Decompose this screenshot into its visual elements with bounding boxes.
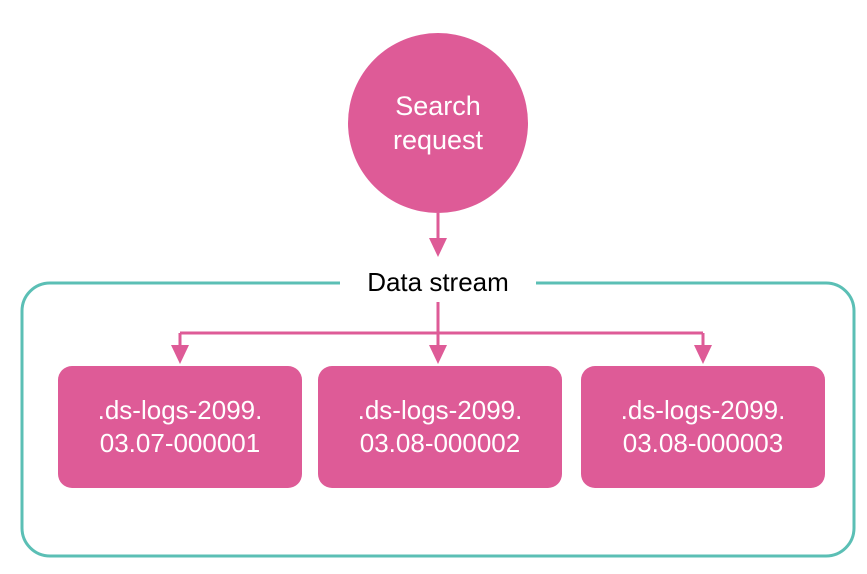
backing-index-3: .ds-logs-2099. 03.08-000003 [581, 366, 825, 488]
backing-index-1-line-1: .ds-logs-2099. [97, 395, 263, 425]
arrow-to-index-1-head [171, 345, 189, 364]
arrow-to-index-3-head [694, 345, 712, 364]
search-request-line-1: Search [395, 91, 481, 121]
search-request-node: Search request [348, 33, 528, 213]
backing-index-1: .ds-logs-2099. 03.07-000001 [58, 366, 302, 488]
backing-index-2-line-1: .ds-logs-2099. [357, 395, 523, 425]
arrow-to-index-2-head [429, 345, 447, 364]
backing-index-2-line-2: 03.08-000002 [359, 428, 521, 458]
backing-index-3-line-2: 03.08-000003 [622, 428, 784, 458]
backing-index-2: .ds-logs-2099. 03.08-000002 [318, 366, 562, 488]
arrow-request-to-stream-head [429, 238, 447, 257]
backing-index-1-line-2: 03.07-000001 [99, 428, 261, 458]
backing-index-3-line-1: .ds-logs-2099. [620, 395, 786, 425]
data-stream-label: Data stream [340, 262, 536, 302]
search-request-line-2: request [392, 125, 484, 155]
